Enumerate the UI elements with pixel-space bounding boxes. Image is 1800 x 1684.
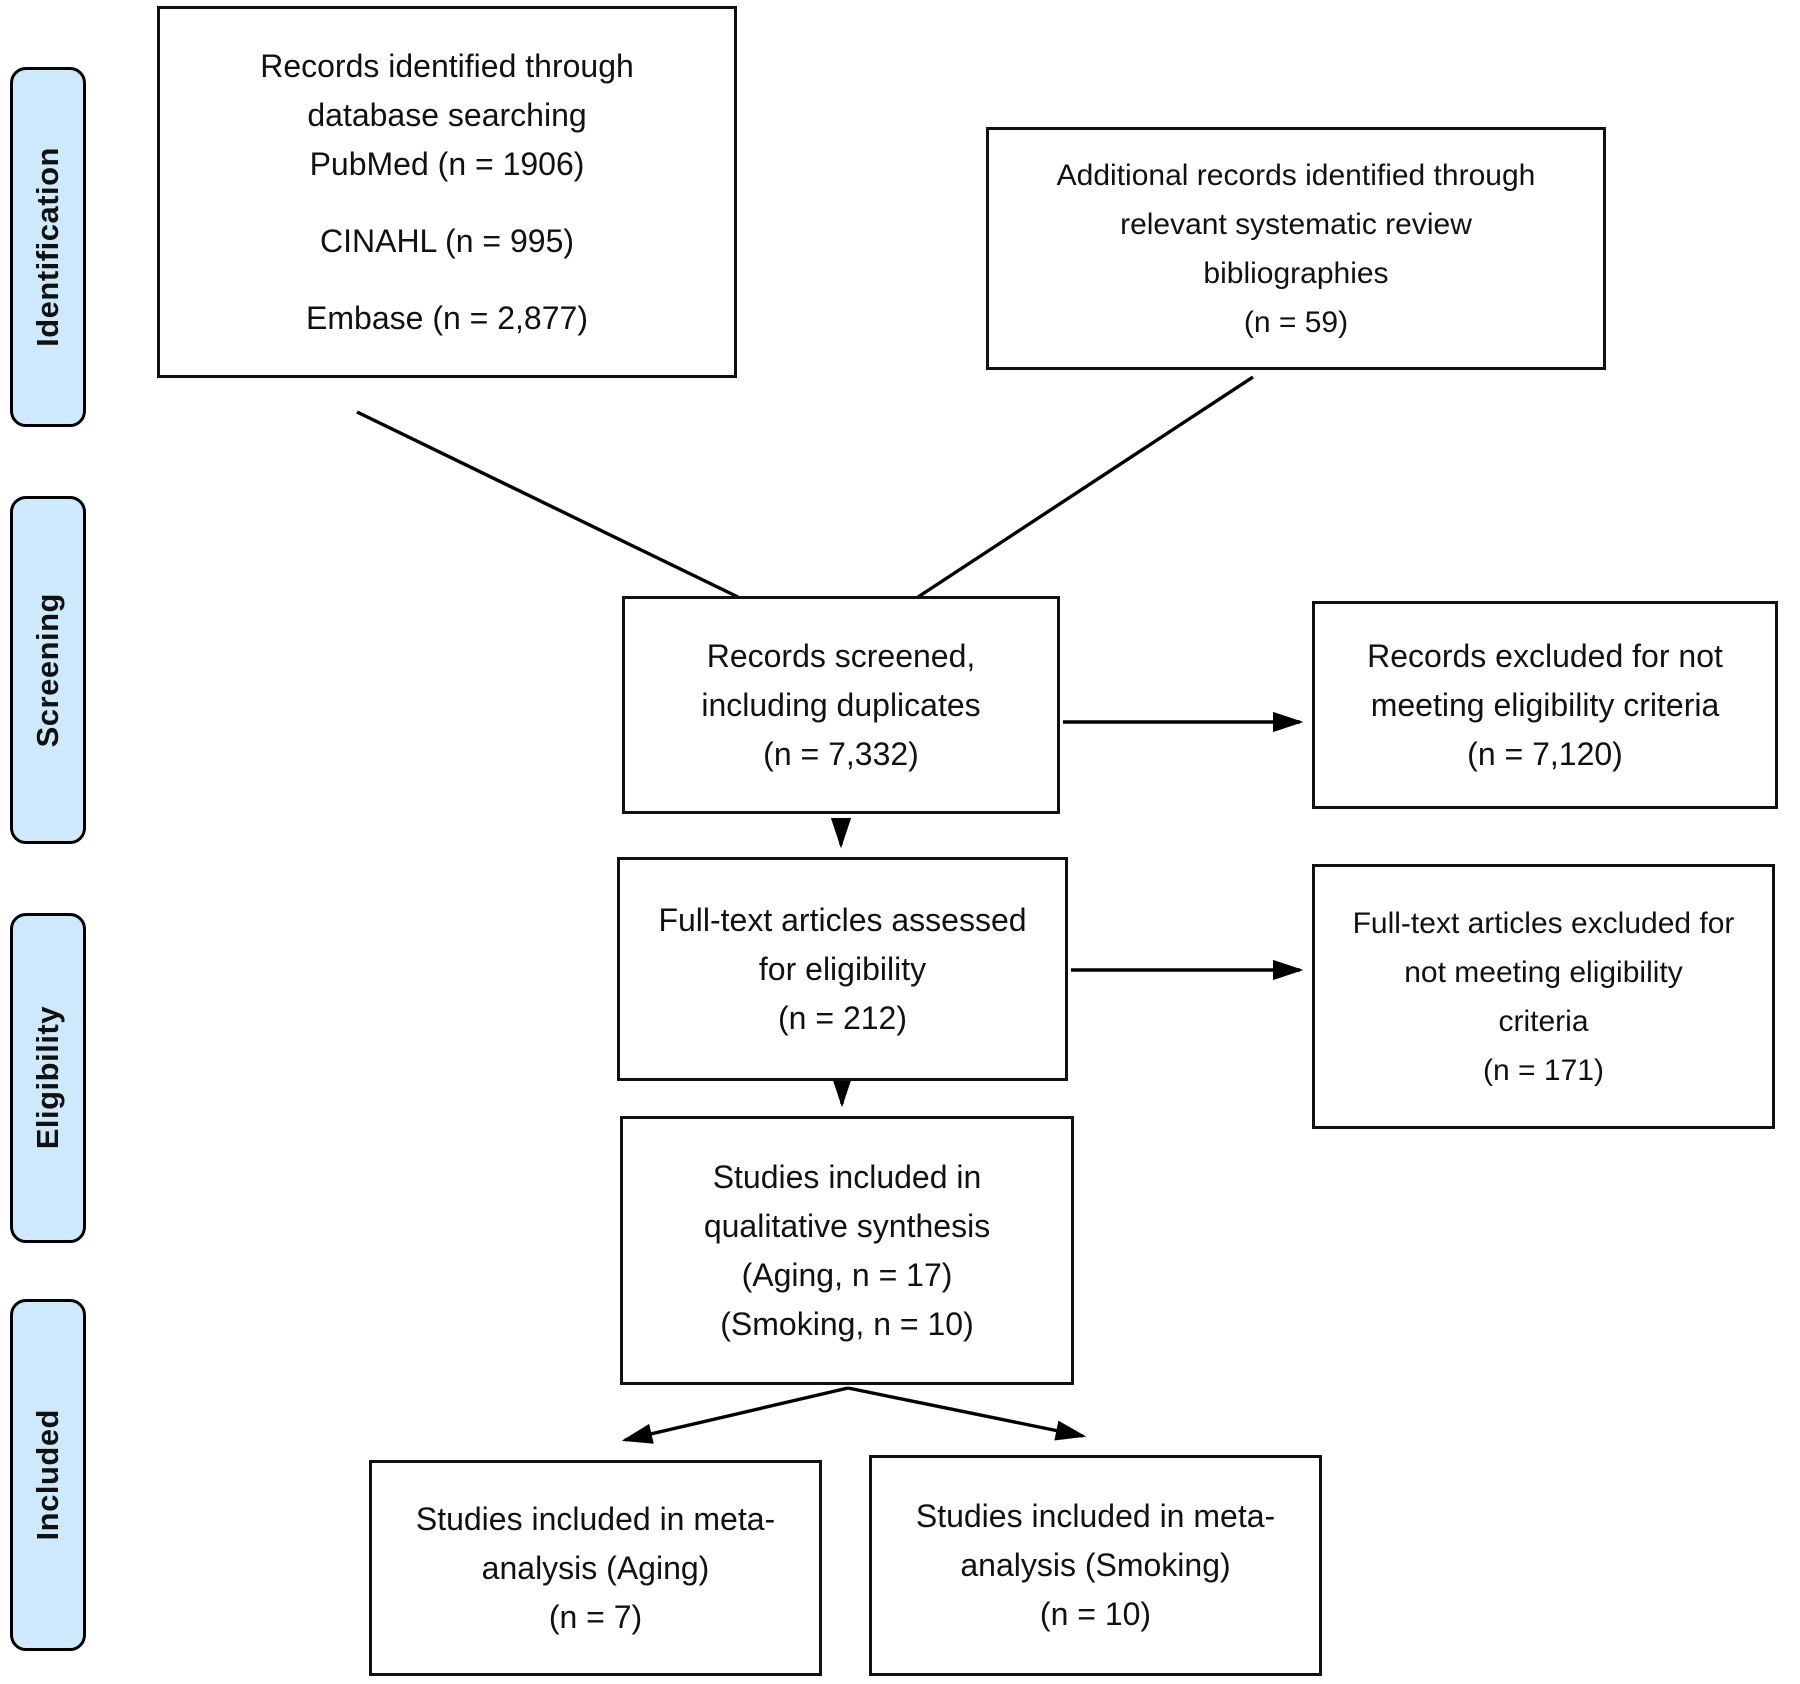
stage-label-text: Included — [30, 1409, 65, 1541]
box-fulltext-excluded: Full-text articles excluded for not meeti… — [1312, 864, 1775, 1129]
box-text-line: Studies included in meta- — [415, 1500, 776, 1537]
box-text-line: meeting eligibility criteria — [1370, 686, 1720, 723]
box-text-line: including duplicates — [701, 686, 981, 723]
box-text-line: for eligibility — [758, 950, 927, 987]
arrow-qualitative-to-meta-aging — [621, 1386, 849, 1444]
box-text-line: (Aging, n = 17) — [741, 1256, 953, 1293]
box-text-line: PubMed (n = 1906) — [309, 145, 585, 182]
box-text-line: (n = 10) — [1039, 1596, 1152, 1632]
box-text-line: database searching — [307, 96, 587, 133]
connector-identified-to-screened — [356, 410, 739, 599]
arrow-qualitative-to-meta-smoking — [847, 1386, 1087, 1441]
box-fulltext-assessed: Full-text articles assessed for eligibili… — [617, 857, 1068, 1081]
box-text-line: Records screened, — [706, 637, 976, 674]
stage-label-identification: Identification — [10, 67, 86, 427]
box-text-line: not meeting eligibility — [1404, 955, 1683, 989]
box-text-line: Studies included in meta- — [915, 1498, 1276, 1534]
box-text-line: (n = 7,120) — [1467, 735, 1623, 772]
box-text-line: (n = 59) — [1243, 305, 1349, 339]
box-text-line: Full-text articles excluded for — [1352, 906, 1735, 940]
box-text-line: (n = 171) — [1483, 1053, 1604, 1087]
box-text-line: (n = 212) — [778, 999, 907, 1036]
stage-label-included: Included — [10, 1299, 86, 1651]
box-meta-analysis-aging: Studies included in meta-analysis (Aging… — [369, 1460, 822, 1676]
box-text-line: Embase (n = 2,877) — [306, 299, 588, 336]
box-records-identified: Records identified through database searc… — [157, 6, 737, 378]
box-text-line: analysis (Smoking) — [960, 1547, 1231, 1583]
stage-label-text: Identification — [30, 147, 65, 347]
box-text-line: (n = 7) — [548, 1598, 643, 1635]
box-text-line: (Smoking, n = 10) — [720, 1305, 974, 1342]
box-text-line: qualitative synthesis — [703, 1207, 991, 1244]
box-text-line: Studies included in — [712, 1158, 982, 1195]
stage-label-text: Eligibility — [30, 1006, 65, 1150]
box-text-line: Records identified through — [260, 47, 634, 84]
box-text-line: criteria — [1498, 1004, 1589, 1038]
box-records-excluded: Records excluded for not meeting eligibil… — [1312, 601, 1778, 809]
box-text-line: CINAHL (n = 995) — [319, 222, 575, 259]
stage-label-eligibility: Eligibility — [10, 913, 86, 1243]
stage-label-text: Screening — [30, 592, 65, 748]
box-qualitative-synthesis: Studies included in qualitative synthesis… — [620, 1116, 1074, 1385]
box-meta-analysis-smoking: Studies included in meta-analysis (Smoki… — [869, 1455, 1322, 1676]
box-text-line: (n = 7,332) — [763, 735, 919, 772]
box-text-line: bibliographies — [1203, 256, 1389, 290]
box-text-line: Additional records identified through — [1056, 158, 1536, 192]
box-records-screened: Records screened, including duplicates (n … — [622, 596, 1060, 814]
box-text-line: Records excluded for not — [1367, 637, 1723, 674]
box-text-line: analysis (Aging) — [481, 1549, 710, 1586]
connector-additional-to-screened — [917, 375, 1254, 599]
box-text-line — [168, 189, 726, 217]
box-text-line — [168, 266, 726, 294]
box-text-line: Full-text articles assessed — [658, 901, 1027, 938]
box-additional-records: Additional records identified through rel… — [986, 127, 1606, 370]
box-text-line: relevant systematic review — [1120, 207, 1472, 241]
stage-label-screening: Screening — [10, 496, 86, 844]
